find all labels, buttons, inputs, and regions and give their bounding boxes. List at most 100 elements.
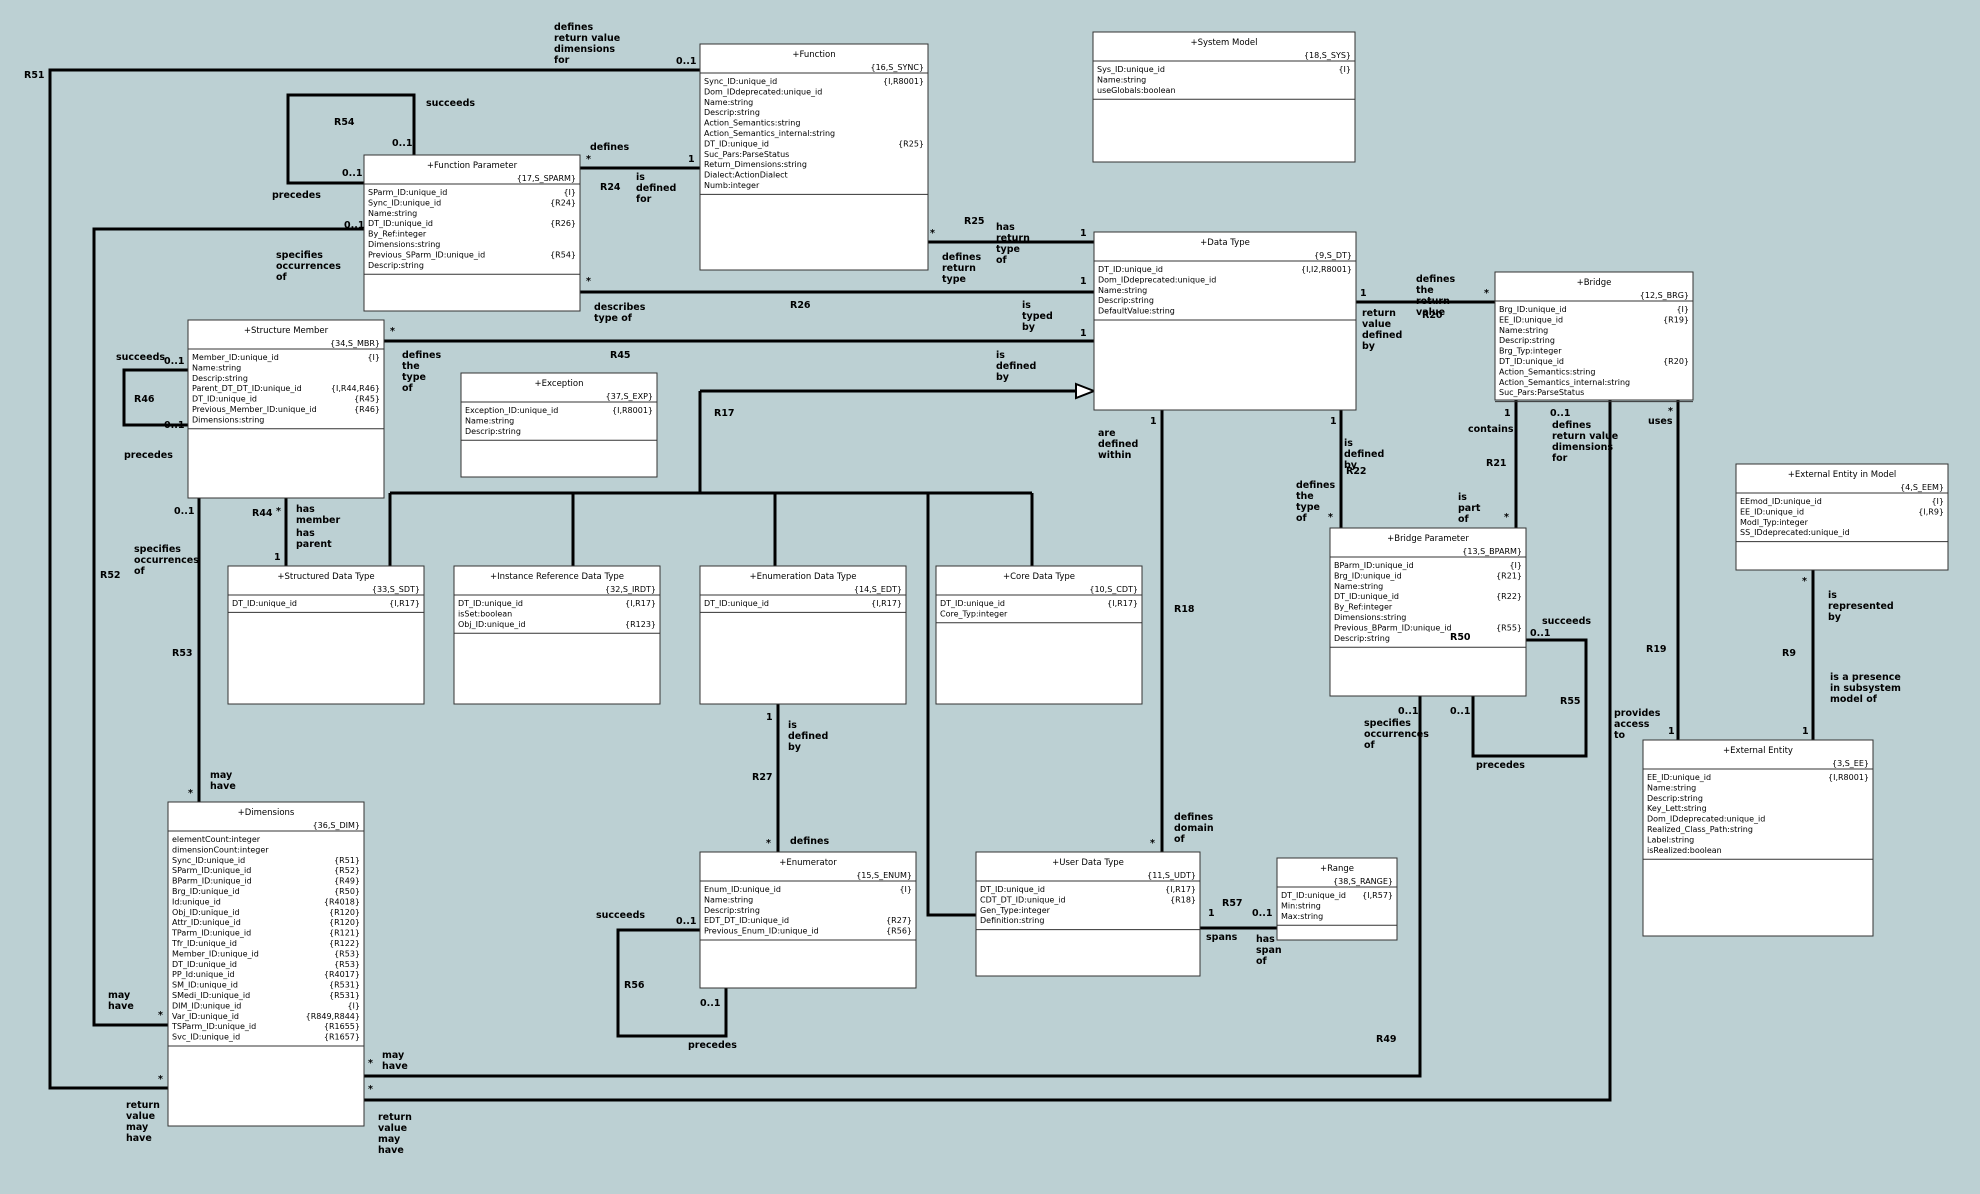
r50-label: R50 (1450, 632, 1471, 643)
function-class[interactable]: +Function{16,S_SYNC}Sync_ID:unique_id{I,… (699, 43, 929, 271)
bridge-key-letters: {12,S_BRG} (1640, 291, 1689, 300)
core-data-type-class[interactable]: +Core Data Type{10,S_CDT}DT_ID:unique_id… (935, 565, 1143, 705)
r44-label: R44 (252, 508, 273, 519)
structure-member-attribute-ref: {R45} (354, 395, 380, 404)
data-type-class[interactable]: +Data Type{9,S_DT}DT_ID:unique_id{I,I2,R… (1093, 231, 1357, 411)
structured-data-type-box (227, 565, 425, 705)
instance-reference-data-type-attribute-ref: {R123} (625, 620, 656, 629)
enumeration-data-type-key-letters: {14,S_EDT} (854, 585, 902, 594)
instance-reference-data-type-attribute: Obj_ID:unique_id (458, 620, 526, 629)
dimensions-attribute-ref: {R4018} (324, 897, 360, 906)
dimensions-attribute-ref: {R53} (334, 960, 360, 969)
user-data-type-class[interactable]: +User Data Type{11,S_UDT}DT_ID:unique_id… (975, 851, 1201, 977)
external-entity-in-model-key-letters: {4,S_EEM} (1900, 483, 1944, 492)
function-parameter-attribute: Descrip:string (368, 261, 424, 270)
core-data-type-attribute: DT_ID:unique_id (940, 599, 1005, 608)
bridge-attribute-ref: {I} (1676, 305, 1689, 314)
r24-mult-a-label: * (586, 154, 591, 165)
r53-label: R53 (172, 648, 193, 659)
external-entity-in-model-attribute: SS_IDdeprecated:unique_id (1740, 528, 1850, 537)
r54-precedes-label: precedes (272, 190, 321, 201)
dimensions-attribute: Svc_ID:unique_id (172, 1033, 240, 1042)
instance-reference-data-type-attribute: isSet:boolean (458, 609, 512, 618)
enumerator-class[interactable]: +Enumerator{15,S_ENUM}Enum_ID:unique_id{… (699, 851, 917, 989)
bridge-attribute: EE_ID:unique_id (1499, 315, 1563, 324)
range-attribute: Max:string (1281, 912, 1323, 921)
dimensions-attribute-ref: {R49} (334, 877, 360, 886)
dimensions-attribute: Var_ID:unique_id (172, 1012, 239, 1021)
user-data-type-name: +User Data Type (1052, 858, 1124, 868)
enumerator-attribute: Enum_ID:unique_id (704, 885, 781, 894)
r46-succeeds-label: succeeds (116, 352, 165, 363)
dimensions-box (167, 801, 365, 1127)
enumerator-attribute-ref: {R27} (886, 916, 912, 925)
dimensions-attribute-ref: {R531} (329, 981, 360, 990)
bridge-parameter-class[interactable]: +Bridge Parameter{13,S_BPARM}BParm_ID:un… (1329, 527, 1527, 697)
bridge-parameter-name: +Bridge Parameter (1387, 534, 1469, 544)
function-box (699, 43, 929, 271)
dimensions-class[interactable]: +Dimensions{36,S_DIM}elementCount:intege… (167, 801, 365, 1127)
exception-class[interactable]: +Exception{37,S_EXP}Exception_ID:unique_… (460, 372, 658, 478)
external-entity-attribute: EE_ID:unique_id (1647, 773, 1711, 782)
function-attribute: Numb:integer (704, 181, 760, 190)
dimensions-attribute-ref: {R1657} (324, 1033, 360, 1042)
r44-mult-b-label: 1 (274, 552, 281, 563)
exception-attribute: Name:string (465, 416, 514, 425)
r20-mult-a-label: 1 (1360, 288, 1367, 299)
bridge-class[interactable]: +Bridge{12,S_BRG}Brg_ID:unique_id{I}EE_I… (1494, 271, 1694, 403)
function-parameter-attribute: Sync_ID:unique_id (368, 198, 441, 207)
dimensions-attribute: SM_ID:unique_id (172, 981, 238, 990)
dimensions-attribute: dimensionCount:integer (172, 845, 269, 854)
association-lines (48, 68, 1815, 1102)
r56-succeeds-label: succeeds (596, 910, 645, 921)
r50-mult-dim-label: * (368, 1084, 373, 1095)
function-parameter-attribute: SParm_ID:unique_id (368, 188, 447, 197)
bridge-attribute: Descrip:string (1499, 336, 1555, 345)
dimensions-attribute-ref: {R849,R844} (306, 1012, 360, 1021)
function-name: +Function (792, 50, 835, 60)
core-data-type-box (935, 565, 1143, 705)
r57-mult-a-label: 1 (1208, 908, 1215, 919)
function-attribute: Sync_ID:unique_id (704, 77, 777, 86)
r57-label: R57 (1222, 898, 1243, 909)
system-model-class[interactable]: +System Model{18,S_SYS}Sys_ID:unique_id{… (1092, 31, 1356, 163)
dimensions-attribute-ref: {R1655} (324, 1022, 360, 1031)
function-parameter-box (363, 154, 581, 312)
bridge-parameter-attribute: By_Ref:integer (1334, 603, 1393, 612)
structure-member-class[interactable]: +Structure Member{34,S_MBR}Member_ID:uni… (187, 319, 385, 499)
external-entity-in-model-box (1735, 463, 1949, 571)
enumeration-data-type-attribute: DT_ID:unique_id (704, 599, 769, 608)
r54-mult-a-label: 0..1 (392, 138, 412, 149)
r19-uses-label: uses (1648, 416, 1673, 427)
external-entity-in-model-attribute-ref: {I} (1931, 497, 1944, 506)
r45-label: R45 (610, 350, 631, 361)
function-parameter-class[interactable]: +Function Parameter{17,S_SPARM}SParm_ID:… (363, 154, 581, 312)
system-model-attribute: useGlobals:boolean (1097, 86, 1176, 95)
enumerator-attribute: Descrip:string (704, 906, 760, 915)
r52-label: R52 (100, 570, 121, 581)
r50-mult-label: 0..1 (1550, 408, 1570, 419)
r27-label: R27 (752, 772, 773, 783)
exception-box (460, 372, 658, 478)
external-entity-class[interactable]: +External Entity{3,S_EE}EE_ID:unique_id{… (1642, 739, 1874, 937)
range-class[interactable]: +Range{38,S_RANGE}DT_ID:unique_id{I,R57}… (1276, 857, 1398, 941)
bridge-attribute: DT_ID:unique_id (1499, 357, 1564, 366)
external-entity-in-model-class[interactable]: +External Entity in Model{4,S_EEM}EEmod_… (1735, 463, 1949, 571)
enumeration-data-type-class[interactable]: +Enumeration Data Type{14,S_EDT}DT_ID:un… (699, 565, 907, 705)
structured-data-type-class[interactable]: +Structured Data Type{33,S_SDT}DT_ID:uni… (227, 565, 425, 705)
dimensions-attribute: SMedi_ID:unique_id (172, 991, 250, 1000)
instance-reference-data-type-class[interactable]: +Instance Reference Data Type{32,S_IRDT}… (453, 565, 661, 705)
r45-mult-a-label: * (390, 326, 395, 337)
class-boxes: +Function{16,S_SYNC}Sync_ID:unique_id{I,… (167, 31, 1949, 1127)
external-entity-attribute: Realized_Class_Path:string (1647, 825, 1753, 834)
data-type-attribute: Descrip:string (1098, 296, 1154, 305)
